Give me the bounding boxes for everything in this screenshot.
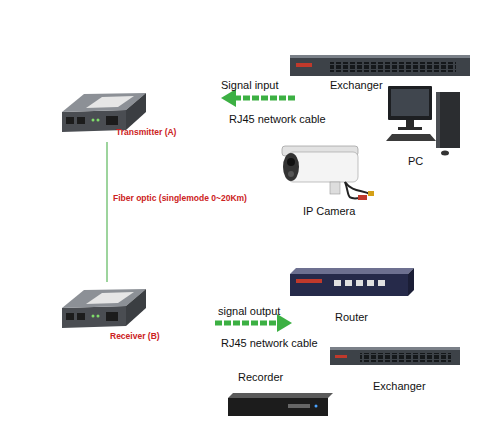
camera-ir (288, 171, 294, 177)
device-label: Router (335, 311, 395, 324)
device-node: Router (288, 266, 413, 324)
recorder-front (228, 398, 328, 416)
cable-connector (358, 195, 367, 200)
monitor-base (398, 127, 422, 130)
camera-lens (287, 158, 295, 166)
converter-sticker (86, 292, 134, 304)
fiber-port (66, 313, 74, 320)
tower-edge (436, 92, 440, 148)
device-label: IP Camera (303, 205, 371, 218)
network-switch (290, 55, 470, 76)
signal-label: signal output (218, 305, 318, 318)
arrow-head (221, 89, 236, 107)
recorder-illustration (228, 393, 333, 416)
camera-illustration (282, 146, 374, 200)
led (97, 315, 100, 318)
fiber-port (77, 313, 85, 320)
recorder-top (228, 393, 333, 398)
recorder-led (315, 405, 318, 408)
edge-label: Fiber optic (singlemode 0~20Km) (113, 194, 293, 204)
cable-connector (368, 191, 374, 196)
camera-cable (345, 182, 370, 194)
router-illustration (290, 268, 414, 296)
led (92, 315, 95, 318)
camera-bracket (330, 182, 340, 194)
device-label: Exchanger (373, 380, 453, 393)
device-node: IP Camera (268, 140, 373, 222)
device-label: PC (408, 155, 438, 168)
monitor-stand (406, 120, 414, 128)
device-node: Exchanger (288, 52, 473, 94)
signal-label: RJ45 network cable (221, 337, 341, 350)
arrow-shaft (215, 321, 278, 326)
router-top (290, 268, 414, 274)
device-label: Transmitter (A) (116, 128, 200, 138)
tower (436, 92, 460, 148)
switch-front (290, 58, 470, 76)
router-port (345, 280, 352, 286)
rj45-port (106, 116, 118, 125)
switch-front (330, 350, 460, 365)
switch-ports (360, 353, 451, 362)
camera-face (283, 153, 299, 181)
device-node: PC (383, 84, 465, 170)
switch-logo (296, 63, 312, 67)
router-side (408, 268, 414, 296)
router-port (356, 280, 363, 286)
fiber-port (66, 117, 74, 124)
monitor (388, 86, 432, 120)
signal-label: Signal input (221, 79, 321, 92)
network-switch (330, 347, 460, 365)
led (97, 119, 100, 122)
converter-sticker (86, 96, 134, 108)
router-front (290, 274, 408, 296)
screen (391, 89, 429, 116)
media-converter (62, 93, 146, 132)
rj45-port (106, 312, 118, 321)
device-node: Receiver (B) (58, 282, 192, 344)
device-label: Recorder (238, 371, 318, 384)
router-port (367, 280, 374, 286)
signal-label: RJ45 network cable (229, 113, 349, 126)
router-port (378, 280, 385, 286)
mouse (441, 151, 449, 156)
pc-illustration (386, 86, 460, 156)
arrow-shaft (234, 96, 295, 101)
router-port (334, 280, 341, 286)
device-node: Exchanger (328, 344, 463, 396)
led (92, 119, 95, 122)
recorder-buttons (288, 404, 310, 408)
media-converter (62, 289, 146, 328)
device-label: Exchanger (330, 79, 410, 92)
device-node: Recorder (222, 368, 334, 420)
signal-arrow (221, 89, 295, 107)
switch-logo (335, 355, 347, 358)
router-logo (296, 279, 322, 283)
device-node: Transmitter (A) (58, 86, 192, 142)
fiber-port (77, 117, 85, 124)
keyboard (386, 134, 436, 141)
switch-ports (330, 62, 456, 72)
device-label: Receiver (B) (110, 332, 190, 342)
converter-front (62, 306, 126, 328)
fiber-optic-line (106, 142, 107, 282)
